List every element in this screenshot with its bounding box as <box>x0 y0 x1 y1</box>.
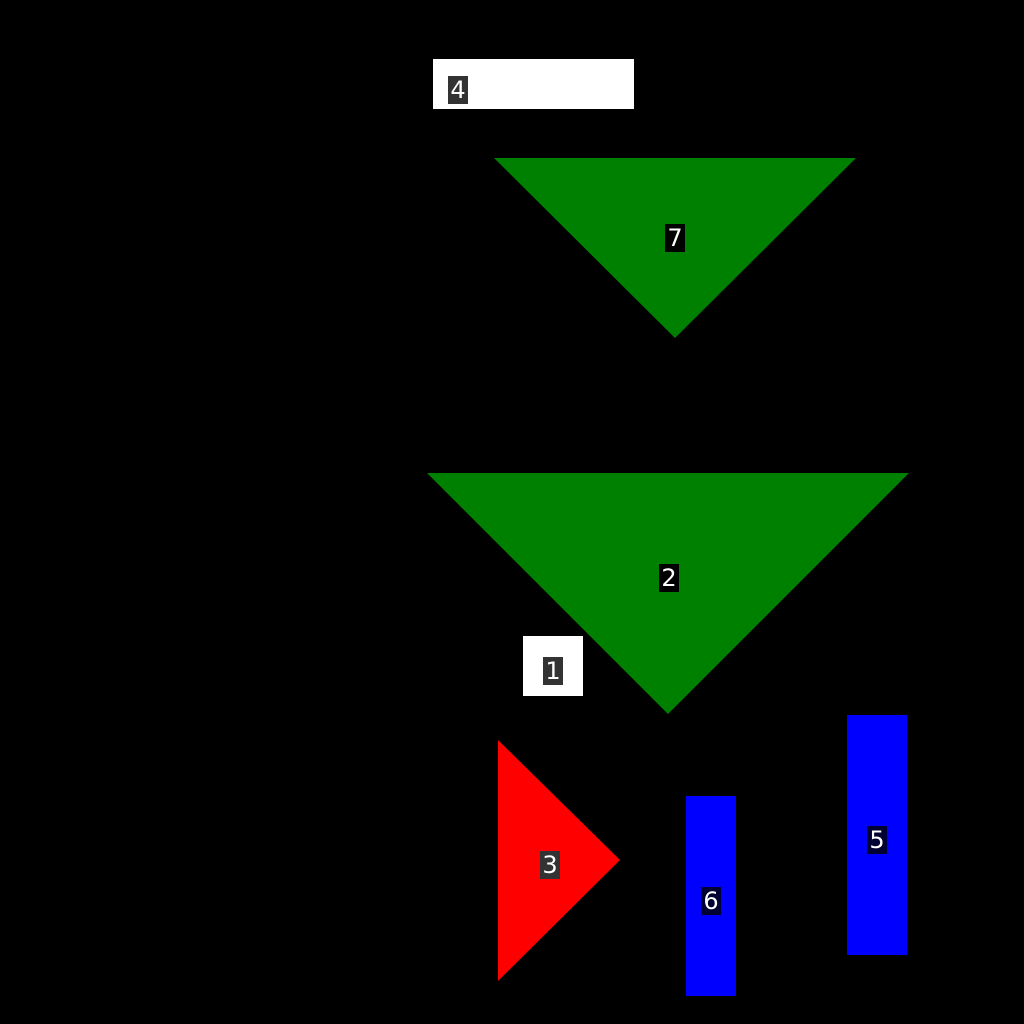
shape-3-label: 3 <box>542 851 557 879</box>
shape-7: 7 <box>494 158 856 338</box>
shape-7-label: 7 <box>667 224 682 252</box>
shape-1-label: 1 <box>545 657 560 685</box>
shape-6: 6 <box>686 796 736 996</box>
shape-7-label-bg <box>665 224 685 252</box>
shape-2-label-bg <box>659 564 679 592</box>
shape-6-label-bg <box>701 887 721 915</box>
shape-5-label: 5 <box>869 826 884 854</box>
shape-1-label-bg <box>543 657 563 685</box>
shape-2-body <box>427 473 909 714</box>
shape-4-label-bg <box>448 76 468 104</box>
shape-3: 3 <box>498 740 620 981</box>
shape-2: 2 <box>427 473 909 714</box>
shape-4: 4 <box>433 59 634 109</box>
shape-3-label-bg <box>540 851 560 879</box>
shape-5-label-bg <box>867 826 887 854</box>
shape-1: 1 <box>523 636 583 696</box>
shape-6-label: 6 <box>703 887 718 915</box>
shape-4-label: 4 <box>450 76 465 104</box>
shape-5: 5 <box>847 715 907 955</box>
shape-2-label: 2 <box>661 564 676 592</box>
